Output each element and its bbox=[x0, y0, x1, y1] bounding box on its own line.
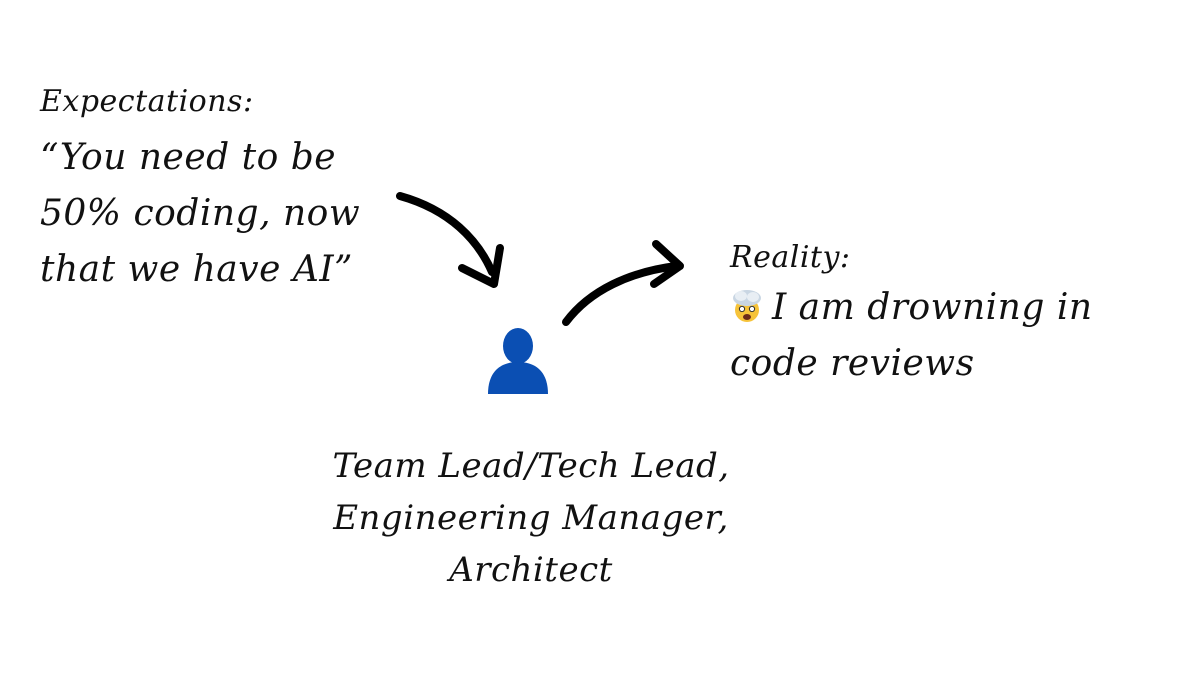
role-label: Team Lead/Tech Lead, Engineering Manager… bbox=[296, 440, 766, 596]
reality-body: I am drowning in code reviews bbox=[730, 280, 1093, 392]
role-line-2: Engineering Manager, bbox=[333, 498, 729, 538]
expectations-quote-line-3: that we have AI” bbox=[40, 249, 353, 290]
expectations-quote: “You need to be 50% coding, now that we … bbox=[40, 130, 360, 298]
reality-line-1-text: I am drowning in bbox=[772, 287, 1093, 328]
exploding-head-icon bbox=[733, 290, 761, 322]
expectations-quote-line-2: 50% coding, now bbox=[40, 193, 361, 234]
reality-heading: Reality: bbox=[730, 240, 851, 275]
person-icon bbox=[488, 328, 548, 394]
role-line-1: Team Lead/Tech Lead, bbox=[332, 446, 730, 486]
expectations-quote-line-1: “You need to be bbox=[40, 137, 337, 178]
reality-line-1: I am drowning in bbox=[730, 280, 1093, 336]
expectations-block: Expectations: “You need to be 50% coding… bbox=[40, 82, 360, 298]
person-head bbox=[503, 328, 533, 364]
expectations-heading: Expectations: bbox=[40, 84, 254, 119]
role-line-3: Architect bbox=[449, 550, 613, 590]
person-body bbox=[488, 362, 548, 394]
reality-line-2: code reviews bbox=[730, 343, 975, 384]
reality-block: Reality: I am drowning in code reviews bbox=[730, 238, 1093, 392]
